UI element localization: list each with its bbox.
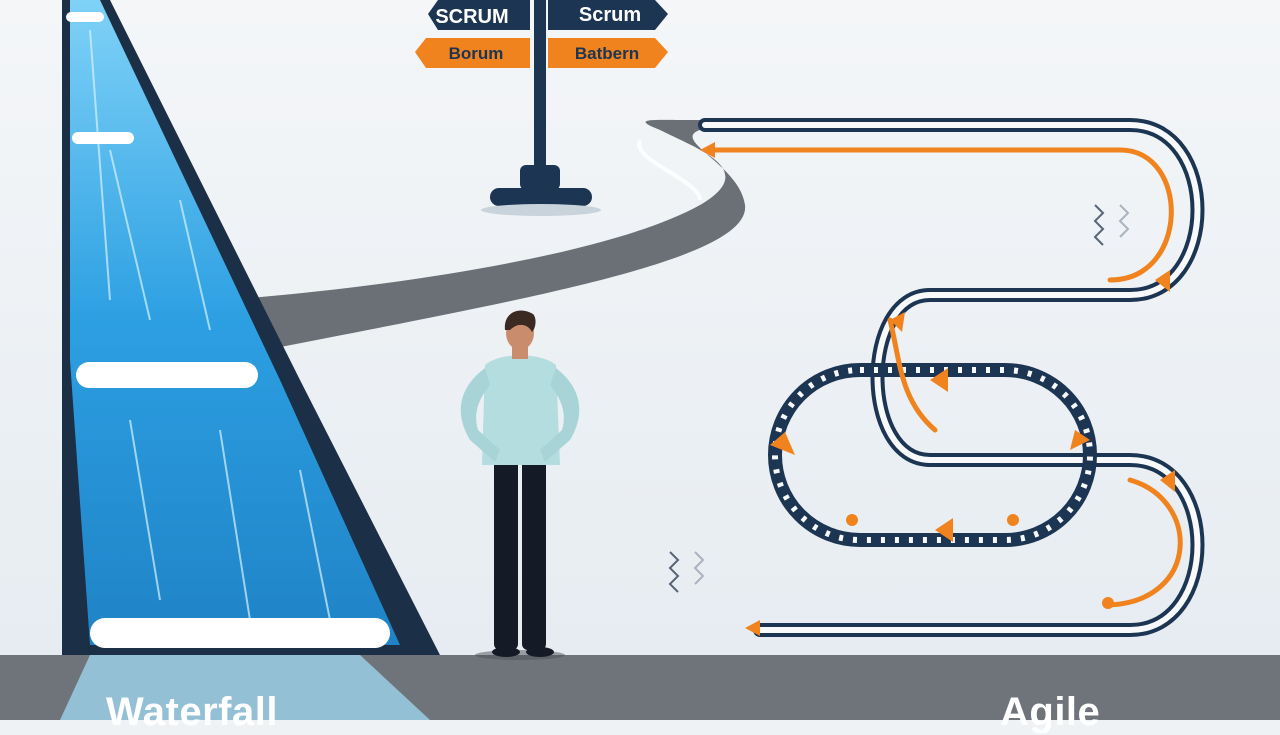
sign-top-left: SCRUM [435, 6, 508, 28]
waterfall-caption: Waterfall [106, 690, 278, 734]
waterfall-streaks [89, 29, 331, 621]
waterfall-pool-light [60, 655, 430, 720]
decorative-marks [668, 204, 1130, 593]
agile-track [698, 118, 1205, 637]
sign-bottom-left: Borum [449, 44, 504, 63]
waterfall-foam [66, 12, 390, 648]
signpost [415, 0, 668, 216]
agile-caption: Agile [1000, 690, 1101, 734]
sign-top-right: Scrum [579, 4, 641, 26]
road-center-line [637, 139, 702, 201]
road [225, 119, 746, 350]
sign-bottom-right: Batbern [575, 44, 639, 63]
agile-arrows [700, 142, 1175, 636]
waterfall-water [70, 0, 400, 645]
person [460, 310, 580, 660]
illustration-scene: SCRUM Scrum Borum Batbern [0, 0, 1280, 720]
